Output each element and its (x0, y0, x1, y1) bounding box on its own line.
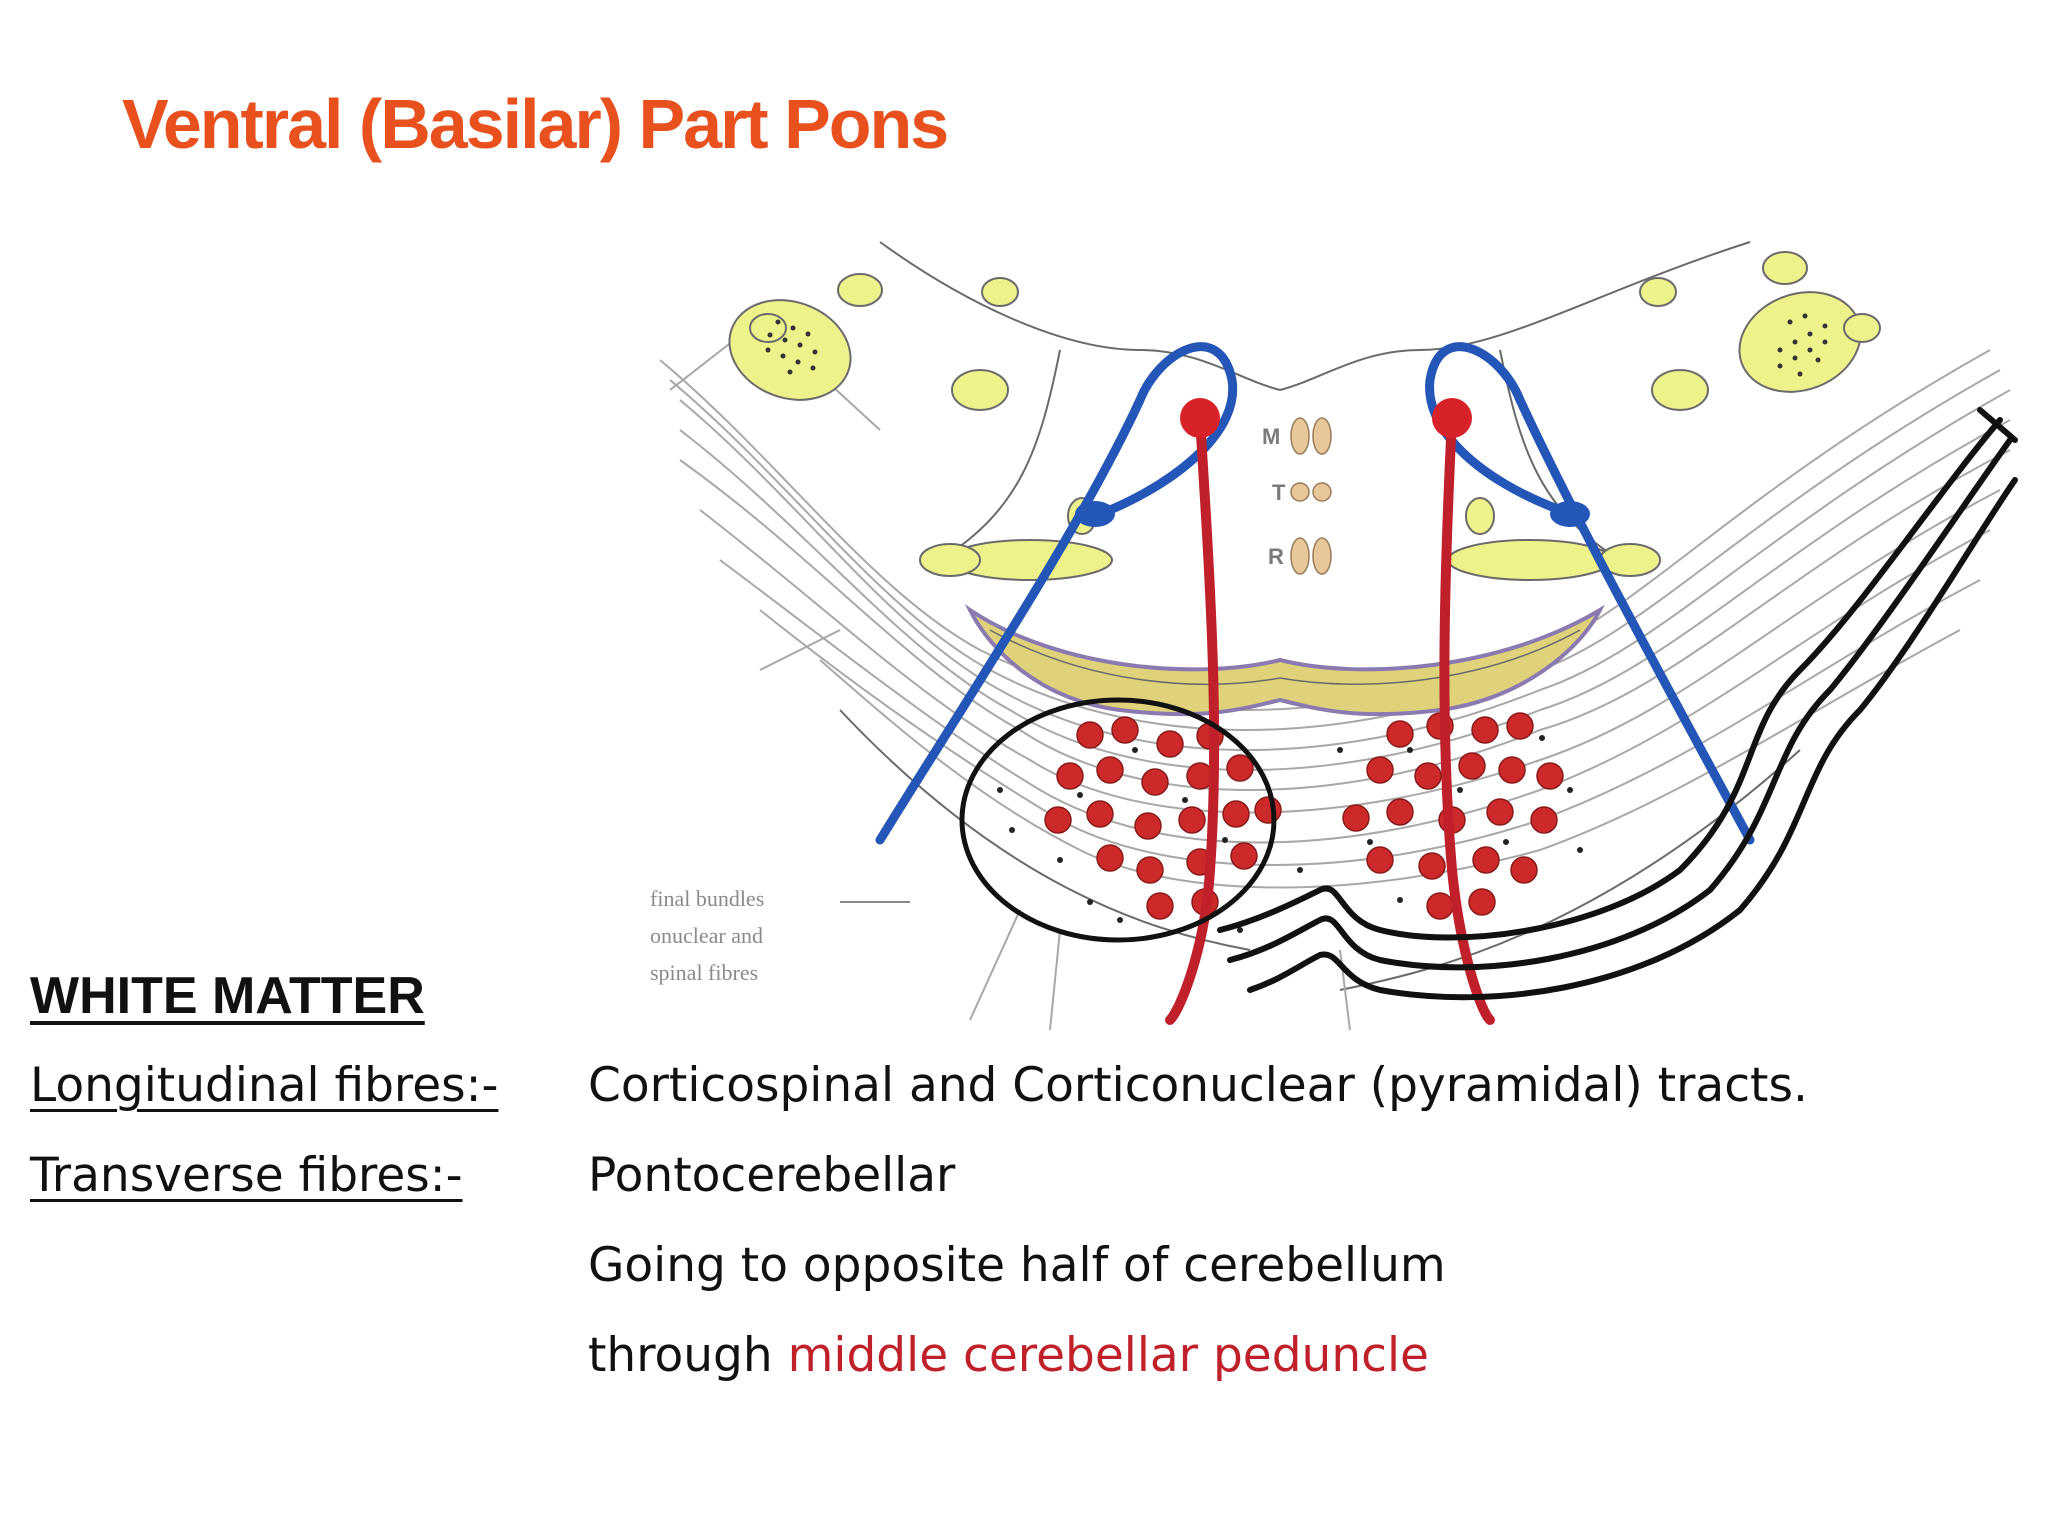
row-desc: Corticospinal and Corticonuclear (pyrami… (588, 1058, 1808, 1113)
nucleus-letter-m: M (1262, 424, 1280, 449)
diagram-label-line-2: onuclear and (650, 923, 763, 948)
diagram-label-line-3: spinal fibres (650, 960, 758, 985)
corticospinal-origin-right (1432, 398, 1472, 438)
middle-cerebellar-peduncle-highlight: middle cerebellar peduncle (787, 1328, 1429, 1383)
row-desc: Pontocerebellar (588, 1148, 956, 1203)
last-line-prefix: through (588, 1328, 788, 1383)
pons-cross-section-diagram: M T R (650, 241, 2018, 1031)
corticospinal-tracts (1165, 413, 1495, 1025)
row-desc: Going to opposite half of cerebellum (588, 1238, 1446, 1293)
diagram-label-line-1: final bundles (650, 886, 764, 911)
slide-title: Ventral (Basilar) Part Pons (122, 85, 949, 163)
section-heading-white-matter: WHITE MATTER (30, 967, 425, 1025)
row-desc-last: through middle cerebellar peduncle (588, 1328, 1429, 1383)
pontine-nuclei-dots (997, 735, 1583, 953)
black-transverse-fibres (1217, 407, 2018, 1001)
nuclei-dots (765, 313, 1828, 377)
corticospinal-origin-left (1180, 398, 1220, 438)
nucleus-letter-r: R (1268, 544, 1284, 569)
yellow-nuclei (728, 251, 1881, 581)
midline-nuclei (1290, 417, 1332, 575)
row-term: Transverse fibres:- (30, 1148, 463, 1203)
row-term: Longitudinal fibres:- (30, 1058, 499, 1113)
blue-nucleus-left (1075, 501, 1115, 527)
blue-nucleus-right (1550, 501, 1590, 527)
nucleus-letter-t: T (1272, 480, 1286, 505)
highlight-circle (959, 697, 1277, 943)
